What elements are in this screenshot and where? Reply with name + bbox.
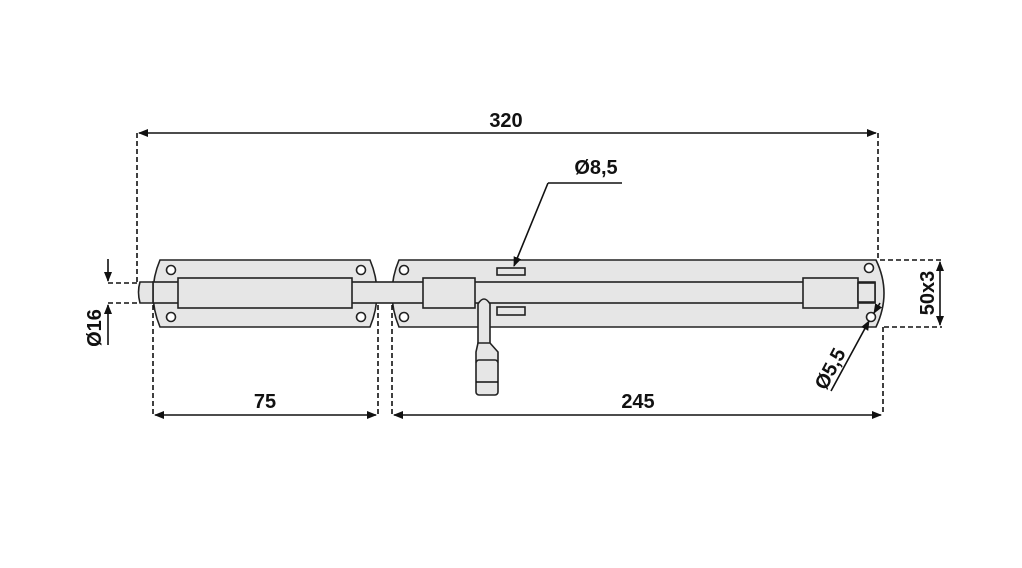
bolt-diameter-label: Ø16	[84, 309, 106, 347]
plate-length-label: 245	[621, 391, 654, 413]
guide-block-right	[802, 277, 859, 309]
slot-top	[496, 267, 526, 276]
mount-hole	[863, 262, 875, 274]
mount-hole	[865, 311, 877, 323]
slot-bottom	[496, 306, 526, 316]
hole-diameter-label: Ø5,5	[811, 345, 851, 394]
mount-hole	[355, 264, 367, 276]
overall-length-dimension: 320	[136, 110, 879, 283]
plate-length-dimension: 245	[391, 305, 884, 419]
bolt-end	[857, 282, 876, 303]
guide-block-left	[422, 277, 476, 309]
keeper-length-label: 75	[254, 391, 276, 413]
overall-length-label: 320	[489, 110, 522, 132]
keeper-block	[177, 277, 353, 309]
plate-section-label: 50x3	[917, 271, 939, 316]
mount-hole	[165, 311, 177, 323]
bolt-tip	[137, 281, 154, 304]
plate-section-dimension: 50x3	[880, 259, 944, 328]
mount-hole	[398, 264, 410, 276]
mount-hole	[398, 311, 410, 323]
mount-hole	[355, 311, 367, 323]
bolt-handle	[475, 298, 499, 396]
bolt-diameter-dimension: Ø16	[84, 259, 137, 347]
mount-hole	[165, 264, 177, 276]
keeper-length-dimension: 75	[152, 305, 379, 419]
slot-diameter-label: Ø8,5	[574, 157, 617, 179]
slot-diameter-callout: Ø8,5	[513, 157, 622, 267]
